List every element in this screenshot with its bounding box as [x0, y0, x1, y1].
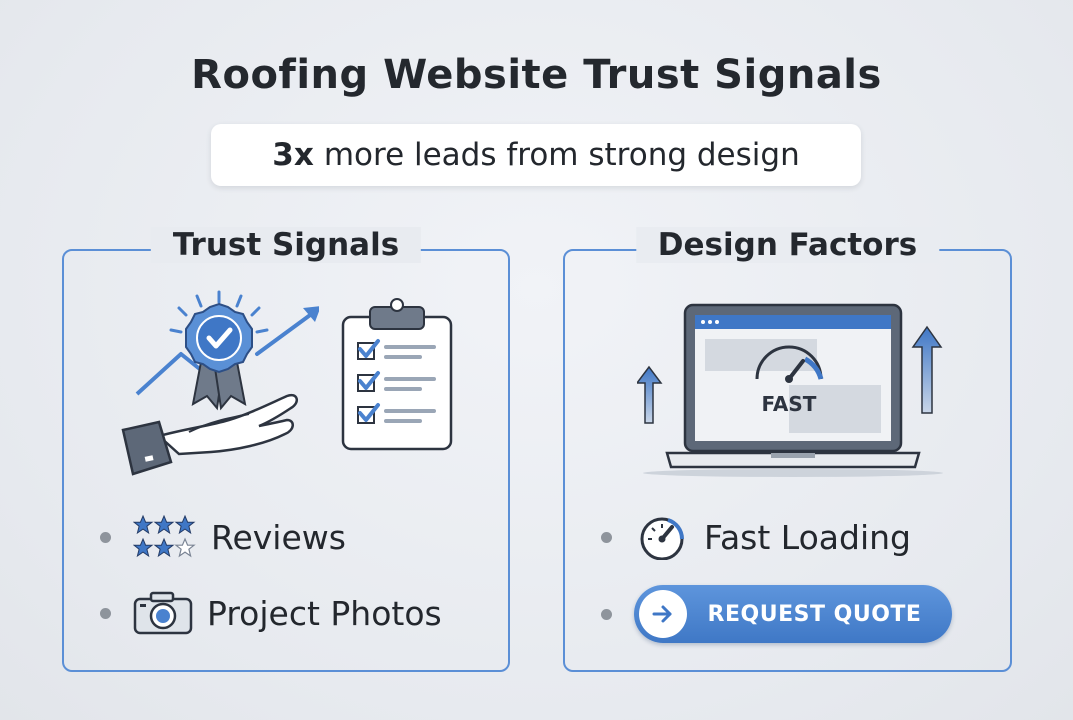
award-hand-illustration	[121, 290, 319, 476]
design-factors-title: Design Factors	[635, 227, 940, 263]
trust-item-project-photos: Project Photos	[100, 591, 442, 635]
stars-rating-icon	[133, 515, 195, 557]
bullet-dot	[100, 607, 111, 619]
reviews-label: Reviews	[211, 517, 346, 557]
subtitle-banner: 3x more leads from strong design	[211, 124, 861, 186]
fast-loading-label: Fast Loading	[704, 517, 911, 557]
design-item-fast-loading: Fast Loading	[601, 514, 911, 560]
page-title: Roofing Website Trust Signals	[191, 52, 882, 98]
subtitle-text: more leads from strong design	[323, 137, 800, 173]
request-quote-button[interactable]: REQUEST QUOTE	[634, 585, 952, 643]
bullet-dot	[601, 531, 612, 543]
subtitle-highlight: 3x	[272, 137, 314, 173]
speedometer-icon	[640, 517, 684, 560]
fast-laptop-illustration: FAST	[637, 303, 943, 477]
project-photos-label: Project Photos	[207, 593, 442, 633]
trust-item-reviews: Reviews	[100, 514, 346, 560]
trust-signals-panel: Trust Signals	[62, 227, 510, 672]
arrow-right-icon	[639, 590, 687, 638]
design-item-request-quote: REQUEST QUOTE	[601, 585, 952, 643]
request-quote-label: REQUEST QUOTE	[707, 601, 922, 627]
checklist-clipboard-illustration	[341, 298, 453, 451]
design-factors-panel: Design Factors FAST	[563, 227, 1012, 672]
bullet-dot	[601, 608, 612, 620]
trust-signals-title: Trust Signals	[150, 227, 422, 263]
camera-icon	[133, 591, 193, 635]
laptop-fast-text: FAST	[762, 392, 817, 416]
bullet-dot	[100, 531, 111, 543]
